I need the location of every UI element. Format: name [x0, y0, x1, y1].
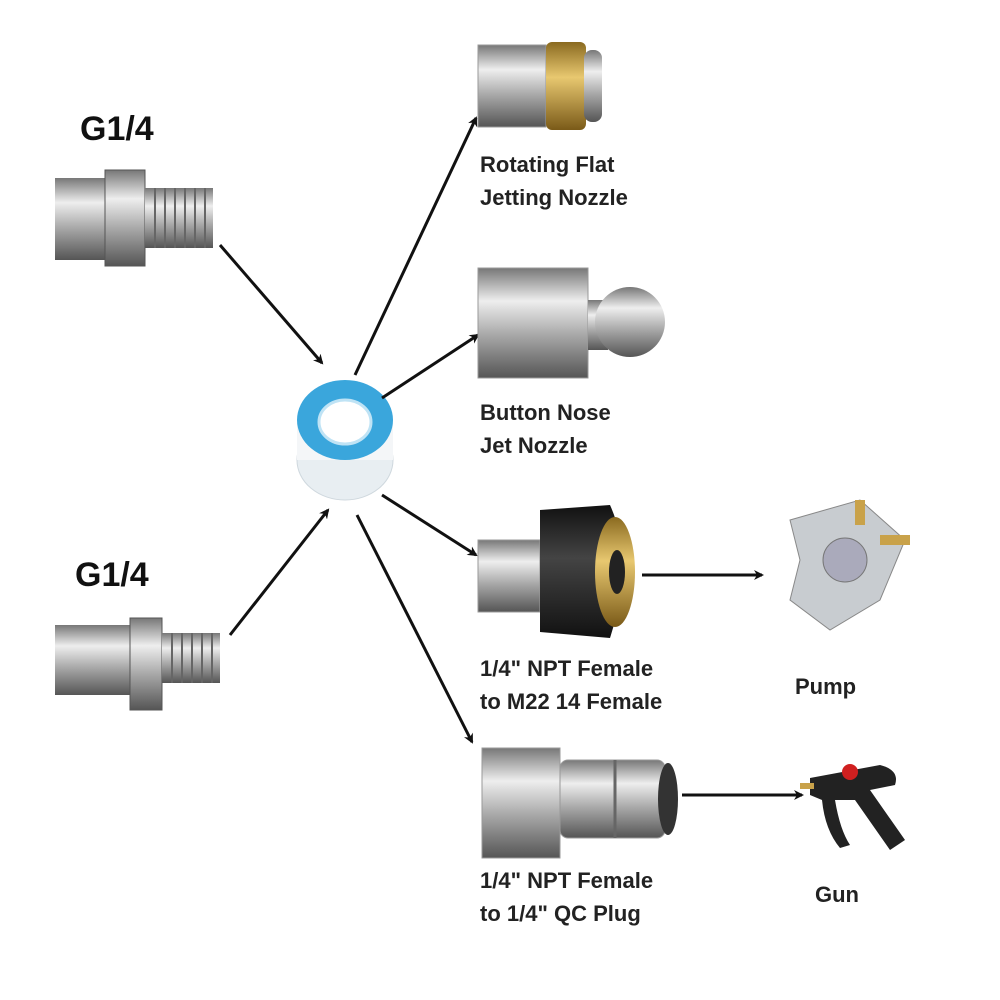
spray-gun-image [800, 764, 905, 850]
label-line: Jet Nozzle [480, 433, 588, 458]
label-line: Jetting Nozzle [480, 185, 628, 210]
output-label-button-nose: Button Nose Jet Nozzle [480, 396, 611, 462]
gun-label: Gun [815, 882, 859, 907]
hose-fitting-bottom [55, 617, 220, 711]
rotating-flat-jetting-nozzle-image [477, 42, 602, 130]
connection-arrows [218, 116, 804, 800]
qc-plug-adaptor-image [481, 747, 678, 859]
label-line: 1/4" NPT Female [480, 656, 654, 681]
hose-fitting-top [55, 169, 213, 267]
button-nose-jet-nozzle-image [477, 267, 665, 379]
ptfe-tape-roll-icon [296, 380, 394, 501]
output-label-rotating-nozzle: Rotating Flat Jetting Nozzle [480, 148, 628, 214]
output-label-qc-plug: 1/4" NPT Female to 1/4" QC Plug [480, 864, 653, 930]
pump-label: Pump [795, 674, 857, 699]
label-line: Rotating Flat [480, 152, 615, 177]
label-line: to 1/4" QC Plug [480, 901, 641, 926]
label-line: 1/4" NPT Female [480, 868, 654, 893]
label-line: to M22 14 Female [480, 689, 663, 714]
top-input-thread-label: G1/4 [80, 110, 154, 148]
bottom-input-thread-label: G1/4 [75, 556, 149, 594]
m22-female-adaptor-image [477, 505, 635, 638]
output-label-m22-adaptor: 1/4" NPT Female to M22 14 Female [480, 652, 662, 718]
pump-image [789, 499, 910, 631]
label-line: Button Nose [480, 400, 611, 425]
